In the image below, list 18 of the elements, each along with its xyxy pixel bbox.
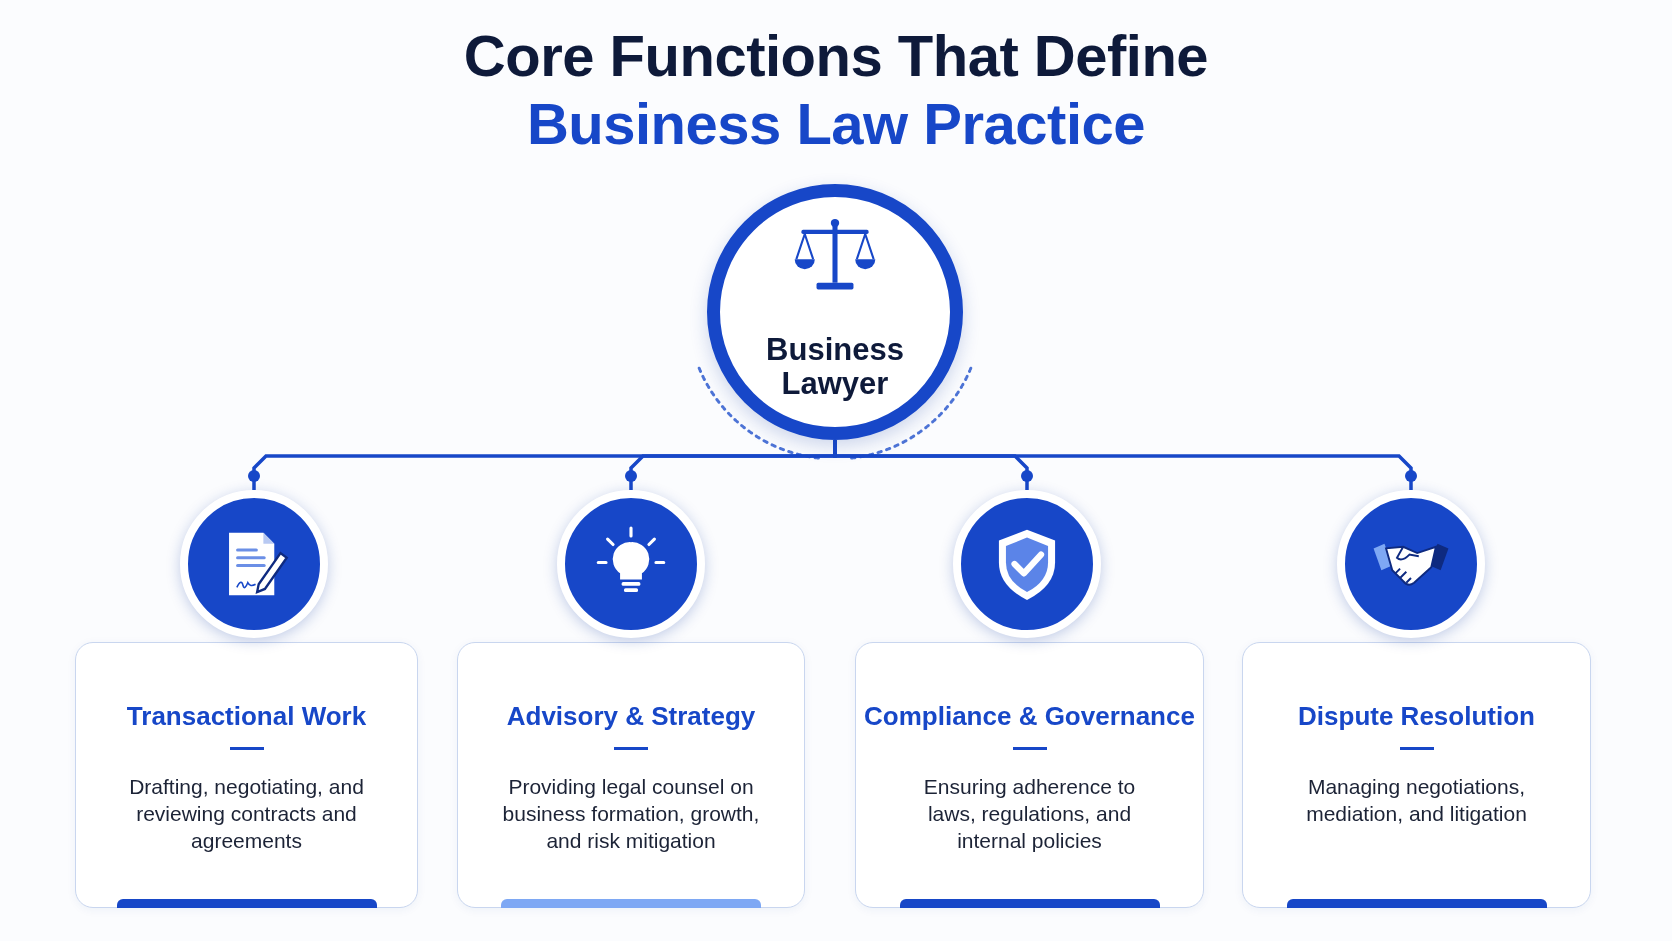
- card-description: Drafting, negotiating, and reviewing contracts and agreements: [128, 774, 365, 854]
- icon-circle: [953, 490, 1101, 638]
- function-card: [457, 642, 805, 908]
- card-title: Dispute Resolution: [1297, 701, 1536, 732]
- function-card: [855, 642, 1204, 908]
- card-title: Compliance & Governance: [863, 701, 1196, 732]
- card-description: Managing negotiations, mediation, and litigation: [1305, 774, 1528, 827]
- node-label: Business Lawyer: [765, 333, 905, 401]
- card-title: Transactional Work: [125, 701, 368, 732]
- card-title: Advisory & Strategy: [505, 701, 757, 732]
- icon-circle: [180, 490, 328, 638]
- icon-circle: [1337, 490, 1485, 638]
- card-description: Providing legal counsel on business formation, growth, and risk mitigation: [501, 774, 761, 854]
- title: Core Functions That Define Business Law Practice: [462, 22, 1210, 158]
- icon-circle: [557, 490, 705, 638]
- function-card: [1242, 642, 1591, 908]
- function-card: [75, 642, 418, 908]
- card-description: Ensuring adherence to laws, regulations, and internal policies: [922, 774, 1137, 854]
